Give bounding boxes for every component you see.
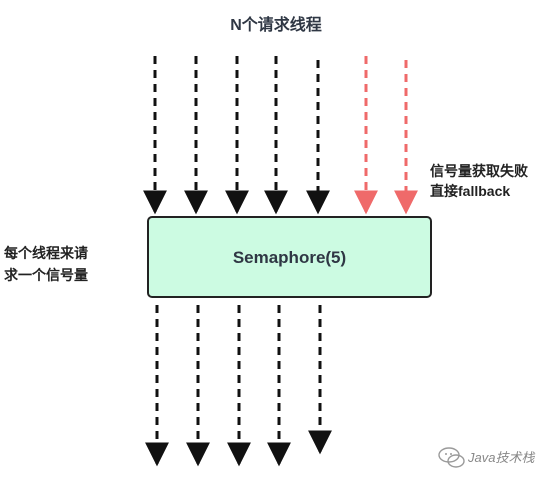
watermark-text: Java技术栈 [467,450,535,465]
semaphore-box [147,216,432,298]
wechat-icon [438,447,465,468]
request-note-line-2: 求一个信号量 [4,267,88,283]
fallback-note-line-1: 信号量获取失败 [430,163,529,179]
diagram-title: N个请求线程 [230,15,322,34]
failed-request-arrows [354,56,418,215]
semaphore-label: Semaphore(5) [233,248,346,267]
incoming-request-arrows [143,56,330,215]
fallback-note-line-2: 直接fallback [430,183,510,199]
request-note-line-1: 每个线程来请 [4,245,88,261]
outgoing-request-arrows [145,305,332,467]
watermark: Java技术栈 [438,447,535,468]
